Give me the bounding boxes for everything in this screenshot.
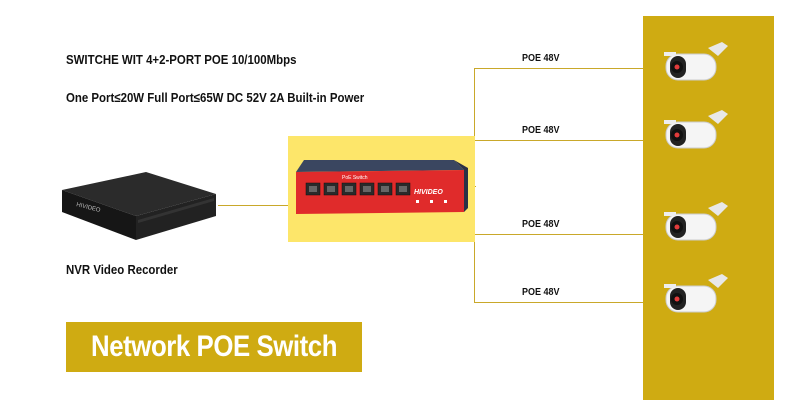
poe-switch-image: PoE Switch HIVIDEO: [296, 160, 468, 214]
branch-camera-1: [474, 68, 644, 69]
branch-camera-3: [474, 234, 644, 235]
title-text: Network POE Switch: [90, 330, 338, 363]
branch-camera-4: [474, 302, 644, 303]
line-nvr-to-switch: [218, 205, 290, 206]
poe-label-1: POE 48V: [522, 53, 560, 64]
bullet-camera-2: [664, 110, 728, 149]
poe-label-4: POE 48V: [522, 287, 560, 298]
line-switch-to-bus: [475, 186, 476, 187]
switch-brand-text: HIVIDEO: [414, 189, 443, 196]
bullet-camera-3: [664, 202, 728, 241]
poe-label-2: POE 48V: [522, 125, 560, 136]
bullet-camera-1: [664, 42, 728, 81]
spec-line-1: SWITCHE WIT 4+2-PORT POE 10/100Mbps: [66, 52, 297, 67]
bullet-camera-4: [664, 274, 728, 313]
switch-port-label: PoE Switch: [342, 175, 368, 181]
poe-label-3: POE 48V: [522, 219, 560, 230]
nvr-brand-text: HIVIDEO: [76, 202, 102, 214]
branch-camera-2: [474, 140, 644, 141]
spec-line-2: One Port≤20W Full Port≤65W DC 52V 2A Bui…: [66, 90, 365, 105]
title-banner: Network POE Switch: [66, 322, 362, 372]
nvr-recorder-image: HIVIDEO: [62, 172, 216, 240]
nvr-label: NVR Video Recorder: [66, 262, 178, 277]
